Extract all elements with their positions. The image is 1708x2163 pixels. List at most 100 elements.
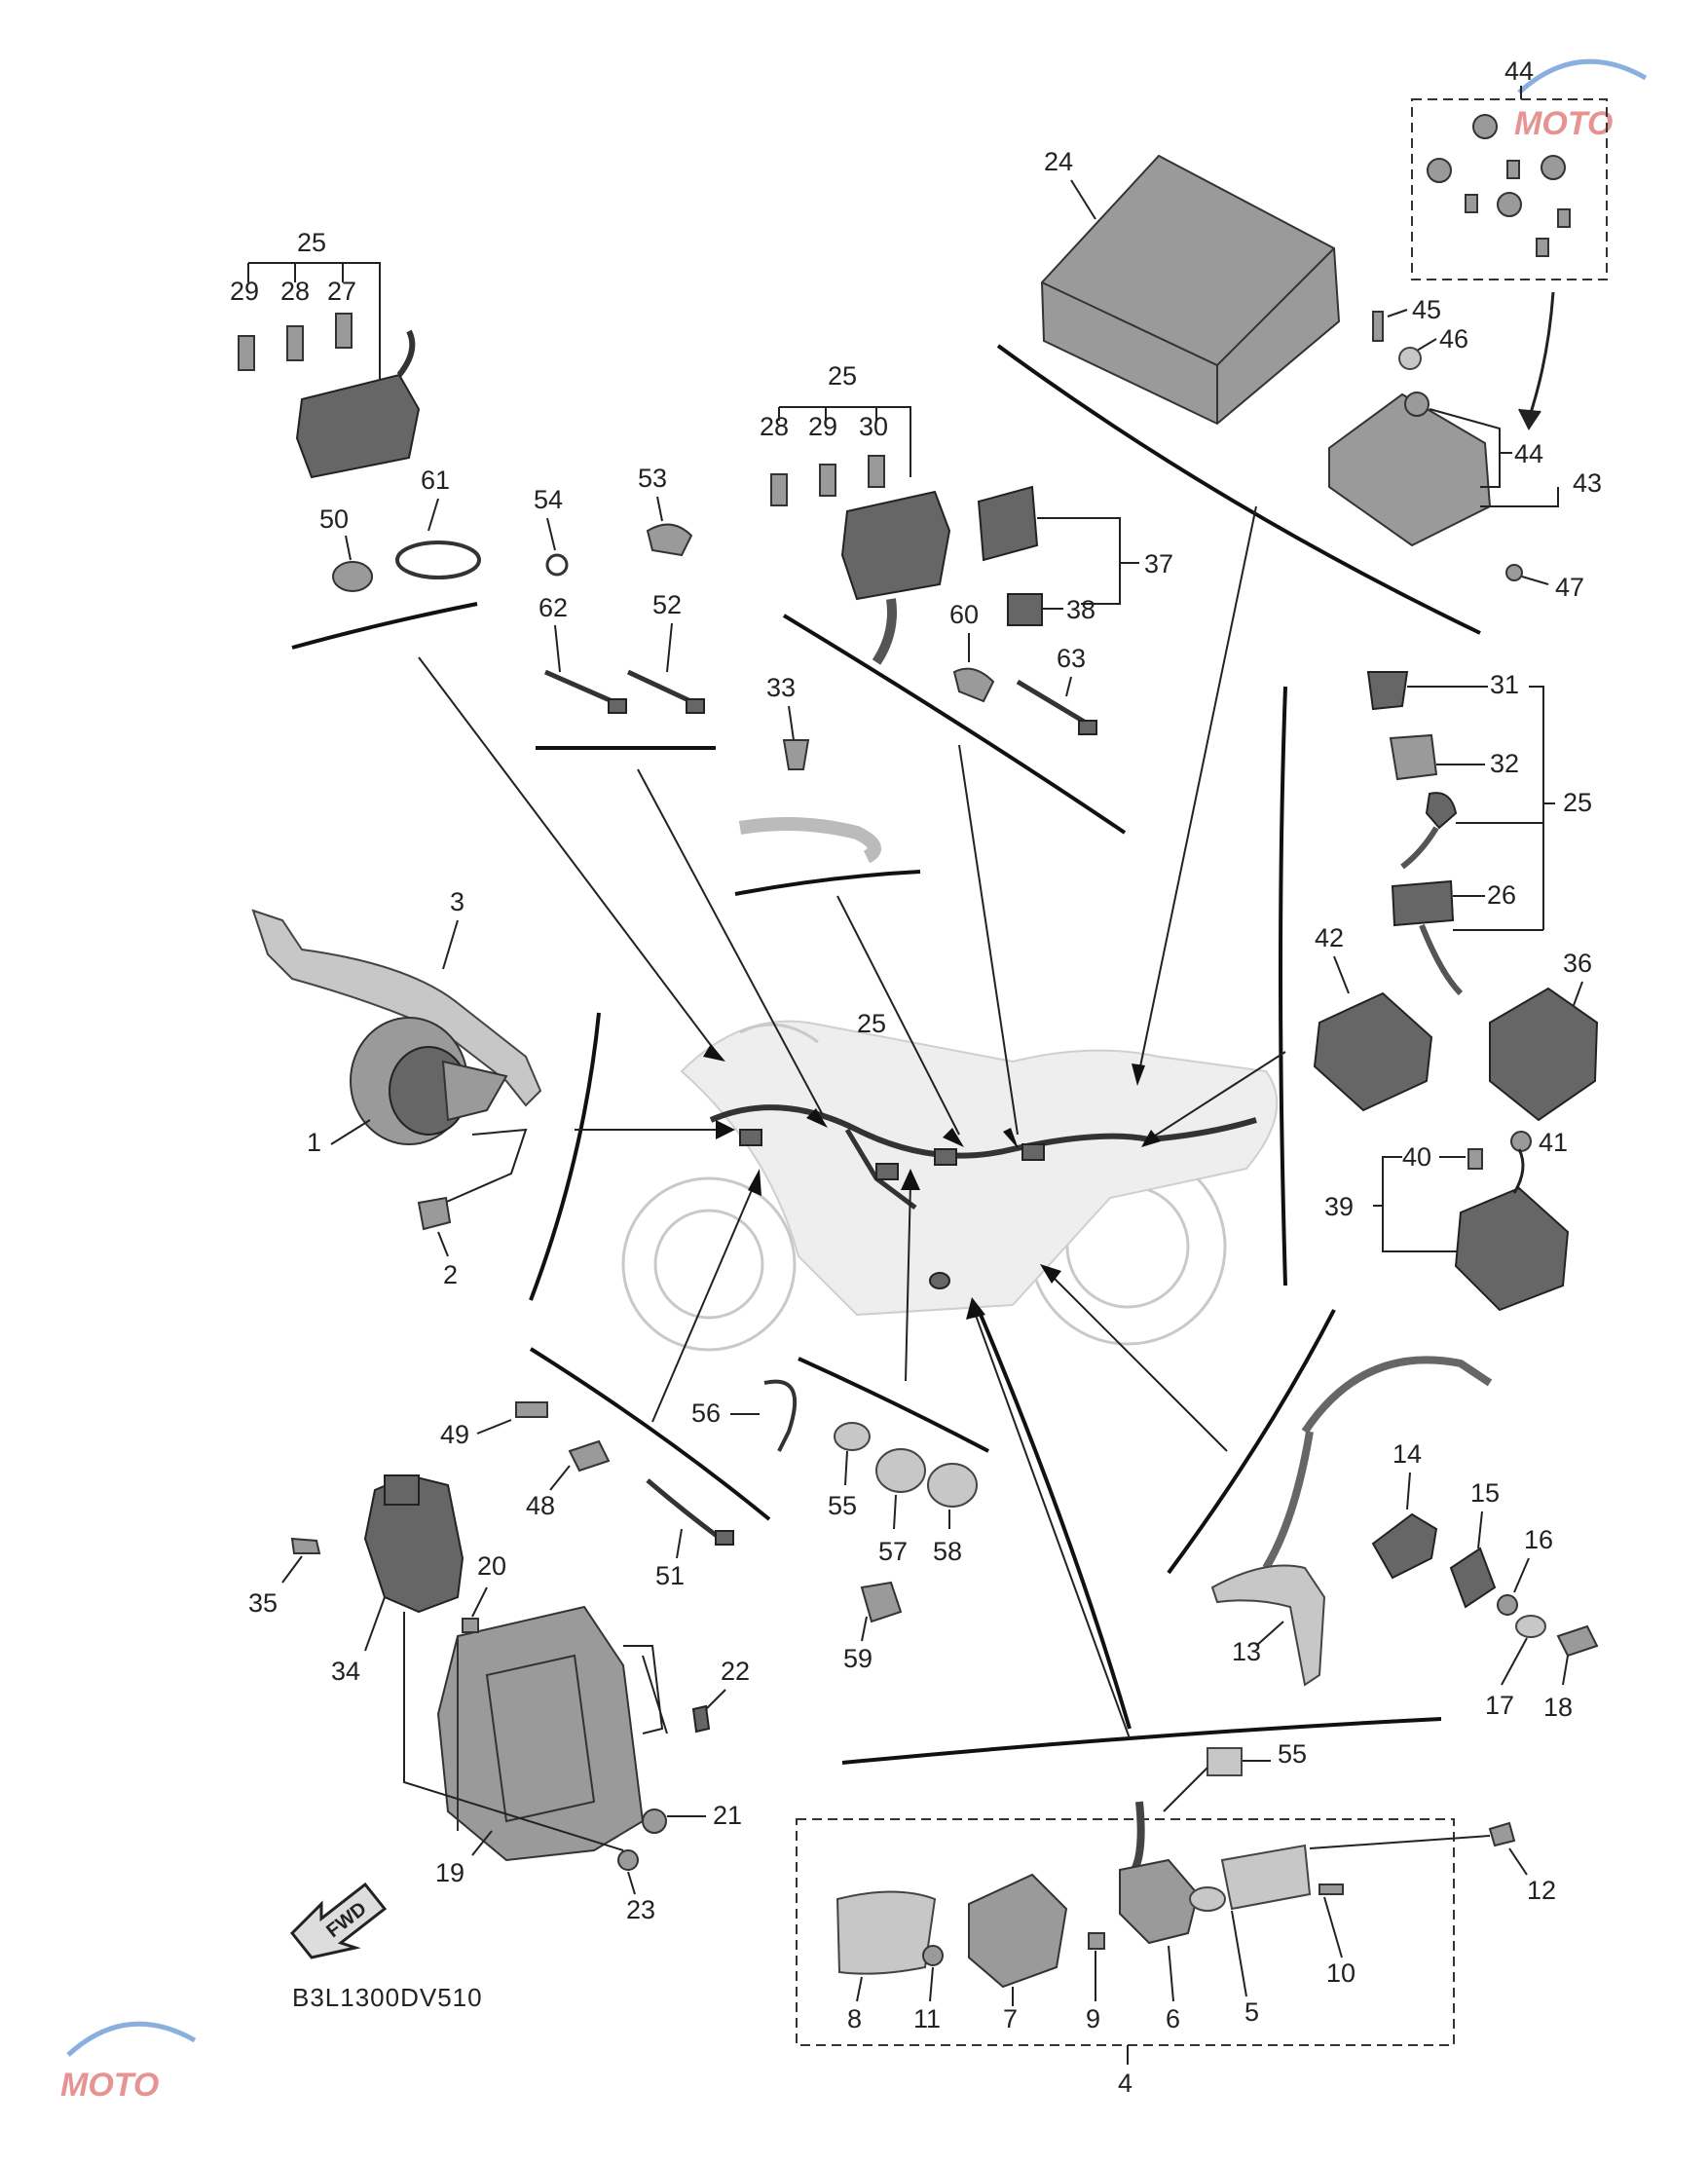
callout-5: 5 [1244,1997,1259,2027]
ecu-icon [363,1473,464,1614]
washer-icon [545,553,569,577]
callout-16: 16 [1524,1525,1553,1554]
clip-icon [860,1581,903,1623]
pointer-arrows [418,505,1286,1739]
diagram-code: B3L1300DV510 [292,1983,483,2012]
nut-icon [1449,1547,1497,1609]
connector-icon [1007,593,1043,626]
svg-text:MOTO: MOTO [1514,105,1613,142]
group-horn: 3 1 2 [251,887,601,1301]
callout-19: 19 [435,1858,464,1887]
group-top-middle: 54 53 62 52 [534,464,716,750]
connector-icon [515,1401,548,1418]
callout-37: 37 [1144,549,1173,578]
callout-39: 39 [1324,1192,1354,1221]
callout-15: 15 [1470,1478,1500,1508]
callout-53: 53 [638,464,667,493]
connector-icon [1389,733,1438,781]
grommet-icon [875,1448,926,1493]
group-right: 31 32 26 25 42 36 40 41 39 [1279,670,1599,1312]
callout-25-center: 25 [857,1009,886,1038]
callout-47: 47 [1555,573,1584,602]
washer-icon [1398,347,1422,370]
callout-49: 49 [440,1420,469,1449]
bolt-icon [1556,1624,1599,1658]
clip-icon [691,1704,711,1734]
callout-25-right: 25 [1563,788,1592,817]
callout-25-topleft: 25 [297,228,326,257]
cover-icon [835,1890,937,1975]
relay-icon [977,485,1039,562]
callout-18: 18 [1543,1693,1573,1722]
callout-31: 31 [1490,670,1519,699]
clip-icon [568,1439,611,1473]
callout-58: 58 [933,1537,962,1566]
callout-10: 10 [1326,1958,1355,1988]
callout-35: 35 [248,1588,278,1618]
band-icon [395,541,481,579]
group-43: 44 45 46 44 43 47 [1328,56,1608,602]
bracket-icon [968,1873,1068,1989]
plate-icon [1220,1844,1312,1911]
bracket-icon [1371,1512,1438,1580]
grommet-icon [927,1463,978,1508]
callout-11: 11 [913,2004,941,2033]
bolt-icon [290,1537,321,1554]
connector-icon [1366,671,1409,711]
callout-52: 52 [652,590,682,619]
oxygen-sensor-icon [1210,1564,1326,1687]
callout-55-bottom: 55 [1278,1739,1307,1769]
callout-48: 48 [526,1491,555,1520]
group-lower-left: 49 48 51 [440,1347,771,1590]
nut-icon [617,1849,639,1871]
bolt-icon [1318,1883,1344,1895]
battery-box-icon [436,1605,645,1862]
group-lower-right: 13 14 15 16 17 18 [1167,1309,1599,1722]
callout-42: 42 [1315,923,1344,952]
nut-icon [1427,114,1571,257]
battery-icon [1040,154,1341,426]
callout-50: 50 [319,504,349,534]
connector-icon [1391,879,1455,927]
callout-25-center-top: 25 [828,361,857,391]
callout-3: 3 [450,887,464,916]
callout-30: 30 [859,412,888,441]
callout-34: 34 [331,1657,360,1686]
group-battery: 24 [996,147,1481,635]
nut-icon [1088,1932,1105,1950]
motorcycle-outline [621,1020,1279,1352]
callout-7: 7 [1003,2004,1018,2033]
callout-14: 14 [1392,1439,1422,1469]
starter-relay-icon [1454,1186,1570,1312]
bolt-icon [1488,1821,1516,1847]
callout-29-topleft: 29 [230,277,259,306]
callout-21: 21 [713,1801,742,1830]
nut-icon [922,1945,944,1966]
callout-46: 46 [1439,324,1468,354]
callout-43: 43 [1573,468,1602,498]
control-unit-icon [1328,392,1492,547]
grommet-icon [1207,1747,1243,1776]
clip-icon [952,667,995,703]
group-ecu-bracket: 35 34 20 22 21 23 19 [248,1473,750,1924]
group-center-lower: 56 55 57 58 59 [691,1357,989,1673]
forward-direction-icon: FWD [289,1882,388,1959]
callout-24: 24 [1044,147,1073,176]
callout-63: 63 [1057,644,1086,673]
bracket-icon [251,909,542,1107]
callout-44-box: 44 [1504,56,1534,86]
bolt-icon [1467,1148,1483,1170]
callout-22: 22 [721,1657,750,1686]
callout-28-center: 28 [760,412,789,441]
watermark-logo-top: MOTO [1514,58,1648,142]
callout-59: 59 [843,1644,873,1673]
callout-32: 32 [1490,749,1519,778]
callout-20: 20 [477,1551,506,1581]
callout-60: 60 [949,600,979,629]
grommet-icon [834,1422,871,1451]
callout-27: 27 [327,277,356,306]
callout-29-center: 29 [808,412,837,441]
callout-33: 33 [766,673,796,702]
callout-26: 26 [1487,880,1516,910]
